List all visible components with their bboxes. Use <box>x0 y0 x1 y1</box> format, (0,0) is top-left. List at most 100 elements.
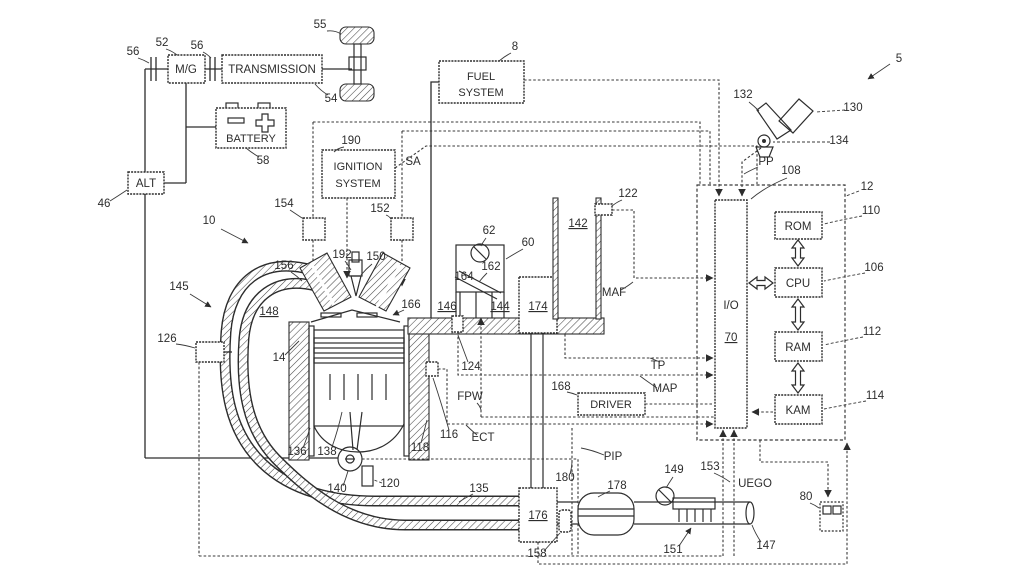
maf-label: MAF <box>602 287 626 299</box>
ref-136: 136 <box>287 446 306 458</box>
ref-158: 158 <box>527 548 546 560</box>
ref-54: 54 <box>325 93 338 105</box>
transmission-box <box>221 54 323 84</box>
engine-group: 10 192 150 <box>203 215 459 495</box>
spark-plug-icon <box>348 251 363 297</box>
io-label: I/O <box>723 300 738 312</box>
ref-126: 126 <box>157 333 176 345</box>
ref-80: 80 <box>800 491 813 503</box>
ref-52: 52 <box>156 37 169 49</box>
ignition-label-1: IGNITION <box>334 161 383 173</box>
fpw-label: FPW <box>457 391 483 403</box>
injector-151-icon <box>672 497 716 510</box>
ram-box <box>774 331 823 362</box>
remote-device-line <box>759 440 832 498</box>
ref-132: 132 <box>733 89 752 101</box>
manifold-bar <box>407 317 605 335</box>
intake-group: 62 60 164 162 146 144 166 174 124 142 12… <box>392 188 638 488</box>
ref-122: 122 <box>618 188 637 200</box>
ram-label: RAM <box>785 342 811 354</box>
ref-118: 118 <box>411 442 429 454</box>
pip-label: PIP <box>604 451 623 463</box>
ref-114: 114 <box>866 390 885 402</box>
ref-146: 146 <box>437 301 456 313</box>
throttle-body <box>455 244 505 293</box>
bottom-bus-2 <box>537 442 851 565</box>
ref-142: 142 <box>568 218 587 230</box>
sensor-158 <box>558 509 572 533</box>
crankshaft-icon <box>337 446 363 472</box>
axle-wheels-icon <box>339 26 375 102</box>
ref-150: 150 <box>366 251 385 263</box>
exhaust-group: 176 158 178 149 151 147 153 UEGO 180 <box>518 459 776 560</box>
kam-box <box>774 394 823 425</box>
uego-label: UEGO <box>738 478 772 490</box>
ref-190: 190 <box>341 135 360 147</box>
maf-sensor-122 <box>594 203 613 216</box>
ref-110: 110 <box>862 205 880 217</box>
ref-149: 149 <box>664 464 683 476</box>
ref-46: 46 <box>98 198 111 210</box>
ref-176: 176 <box>528 510 547 522</box>
ignition-label-2: SYSTEM <box>335 178 380 190</box>
valve-149-icon <box>655 486 675 506</box>
ref-192: 192 <box>332 249 351 261</box>
ignition-coil-152 <box>390 217 414 241</box>
rom-cpu-arrow <box>790 239 806 267</box>
plus-terminal-icon <box>255 113 275 133</box>
ref-135: 135 <box>469 483 488 495</box>
ref-124: 124 <box>461 361 481 373</box>
ref-180: 180 <box>555 472 574 484</box>
ram-kam-arrow <box>790 362 806 394</box>
ignition-system-box <box>321 149 396 199</box>
cpu-box <box>774 267 823 298</box>
tp-line <box>564 334 714 362</box>
ref-108: 108 <box>781 165 800 177</box>
intake-pipe-142 <box>552 197 559 320</box>
ref-10: 10 <box>203 215 216 227</box>
ref-134: 134 <box>829 135 849 147</box>
cpu-label: CPU <box>786 278 810 290</box>
piston-icon <box>313 329 405 453</box>
battery-alt-group: ALT 46 BATTERY 58 <box>98 69 338 459</box>
rom-box <box>774 211 823 240</box>
ref-60: 60 <box>522 237 535 249</box>
ref-5: 5 <box>896 53 902 65</box>
device-80-box <box>819 501 844 532</box>
pp-label: PP <box>758 156 774 168</box>
pedal-group: 132 130 134 PP 108 <box>733 89 863 200</box>
ref-147: 147 <box>756 540 775 552</box>
ref-70: 70 <box>725 332 738 344</box>
ref-168: 168 <box>551 381 570 393</box>
battery-label: BATTERY <box>226 133 276 145</box>
egr-pipes-group: 145 135 126 <box>157 260 519 556</box>
ref-153: 153 <box>700 461 719 473</box>
map-line <box>457 332 714 379</box>
fuel-system-group: FUEL SYSTEM 8 <box>430 41 723 318</box>
ref-58: 58 <box>257 155 270 167</box>
ref-120: 120 <box>380 478 399 490</box>
ref-148: 148 <box>259 306 278 318</box>
fuel-label-1: FUEL <box>467 71 495 83</box>
ref-178: 178 <box>607 480 626 492</box>
driver-label: DRIVER <box>590 399 632 411</box>
ect-sensor-116 <box>425 361 439 377</box>
figure-ref-group: 5 <box>867 53 902 80</box>
ref-151: 151 <box>663 544 682 556</box>
ref-106: 106 <box>864 262 883 274</box>
ref-145: 145 <box>169 281 188 293</box>
pedal-pad-icon <box>778 98 814 134</box>
minus-terminal-icon <box>227 117 245 124</box>
ect-label: ECT <box>472 432 495 444</box>
map-label: MAP <box>653 383 678 395</box>
ref-12: 12 <box>861 181 874 193</box>
battery-icon: BATTERY <box>215 102 287 149</box>
controller-group: 12 I/O 70 ROM CPU RAM KAM 110 106 112 11… <box>696 181 885 441</box>
maf-line <box>612 209 714 282</box>
cylinder-wall-right <box>408 321 430 461</box>
muffler-178-icon <box>577 492 635 536</box>
ref-56-right: 56 <box>191 40 204 52</box>
map-sensor-124 <box>451 315 464 333</box>
pip-line <box>362 458 579 556</box>
